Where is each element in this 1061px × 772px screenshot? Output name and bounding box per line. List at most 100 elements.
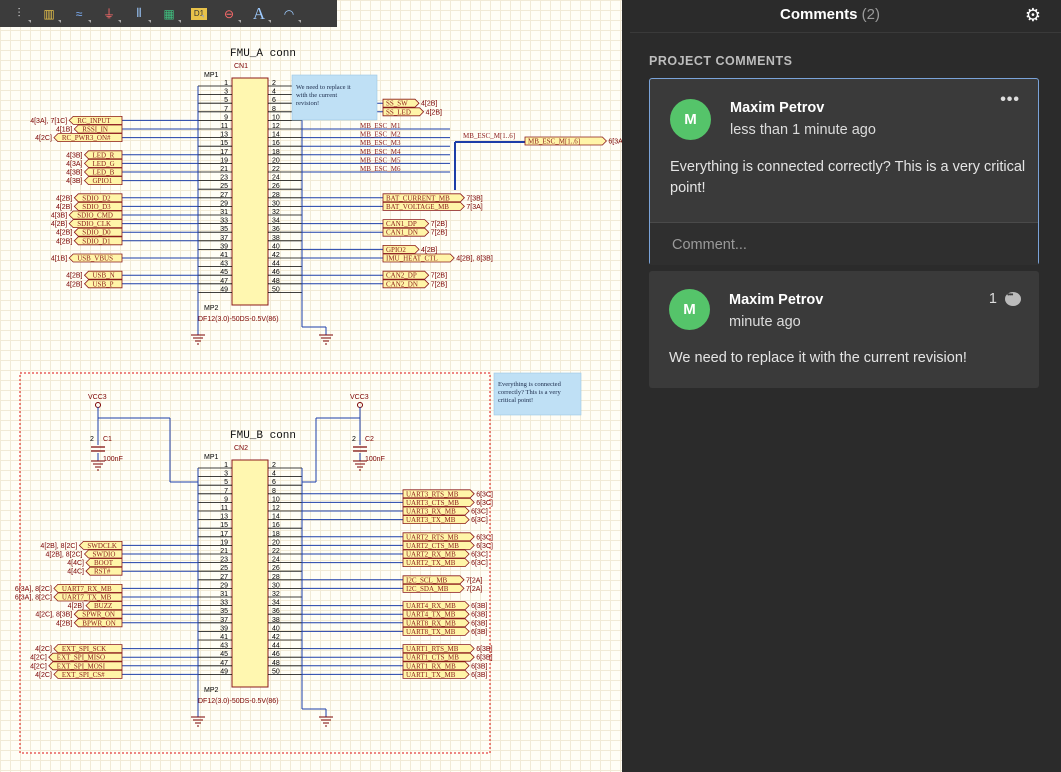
port	[83, 150, 123, 160]
port	[68, 253, 123, 263]
pin-number: 9	[224, 114, 228, 121]
port-ref: 6[3B]	[476, 655, 492, 662]
section-heading: PROJECT COMMENTS	[649, 54, 793, 68]
harness-icon[interactable]: ▦	[154, 3, 184, 25]
power-net-label: VCC3	[88, 394, 107, 401]
no-erc-icon[interactable]: ⊖	[214, 3, 244, 25]
pin-number: 43	[220, 643, 228, 650]
port	[83, 176, 123, 186]
port	[85, 566, 123, 576]
port	[53, 133, 123, 143]
pin-number: 11	[221, 505, 228, 512]
wire-icon[interactable]: ≈	[64, 3, 94, 25]
port	[382, 201, 465, 211]
sticky-note	[493, 372, 582, 416]
port-ref: 4[2B]	[56, 238, 72, 245]
pin-number: 24	[272, 175, 280, 182]
port	[48, 661, 123, 671]
pin-number: 37	[220, 235, 228, 242]
pin-number: 10	[272, 114, 280, 121]
note-text: critical point!	[498, 397, 533, 404]
port	[73, 609, 123, 619]
port	[382, 227, 430, 237]
part-number: DF12(3.0)-50DS-0.5V(86)	[198, 698, 279, 705]
pin-number: 11	[221, 123, 228, 130]
port-label: USB_VBUS	[77, 255, 113, 263]
component-icon[interactable]: ▥	[34, 3, 64, 25]
pin-number: 47	[220, 660, 228, 667]
port	[78, 541, 123, 550]
port-ref: 6[3B]	[471, 672, 487, 679]
port-ref: 4[2B]	[66, 273, 82, 280]
port-label: BOOT	[94, 559, 114, 567]
comment-count: (2)	[861, 6, 881, 23]
port	[402, 609, 470, 619]
avatar: M	[669, 289, 710, 330]
port	[83, 167, 123, 177]
comment-text: We need to replace it with the current r…	[669, 350, 967, 366]
connector-designator: CN2	[234, 445, 248, 452]
pin-number: 33	[220, 600, 228, 607]
comment-card[interactable]: M Maxim Petrov minute ago 1 We need to r…	[649, 271, 1039, 388]
port-ref: 6[3B]	[471, 663, 487, 670]
port-ref: 4[2B]	[51, 221, 67, 228]
arc-icon[interactable]: ◠	[274, 3, 304, 25]
port-label: EXT_SPI_CS#	[62, 671, 105, 679]
net-label-icon[interactable]: D1	[191, 7, 207, 20]
comment-author: Maxim Petrov	[730, 100, 825, 116]
port	[73, 124, 123, 134]
comment-input[interactable]	[670, 235, 1014, 255]
port-ref: 6[3A], 8[2C]	[15, 595, 52, 602]
port-ref: 4[2B]	[56, 204, 72, 211]
more-options-icon[interactable]: •••	[1000, 91, 1020, 108]
port-ref: 4[2B]	[421, 101, 437, 108]
port-ref: 4[4C]	[67, 569, 84, 576]
pin-number: 6	[272, 479, 276, 486]
port-ref: 4[2B]	[68, 603, 84, 610]
gear-icon[interactable]: ⚙	[1024, 5, 1041, 25]
align-icon[interactable]: ⫶	[4, 3, 34, 25]
schematic-toolbar: ⫶▥≈⏚⦀▦ D1 ⊖A◠	[0, 0, 337, 27]
text-icon[interactable]: A	[244, 3, 274, 25]
port	[83, 158, 123, 168]
port-label: UART4_TX_MB	[406, 611, 456, 619]
port-label: EXT_SPI_MOSI	[57, 662, 106, 670]
note-text: Everything is connected	[498, 381, 562, 388]
bus-icon[interactable]: ⦀	[124, 3, 154, 25]
port-label: UART3_RX_MB	[406, 508, 456, 516]
power-port-icon[interactable]: ⏚	[94, 3, 124, 25]
port-ref: 4[3A]	[66, 161, 82, 168]
port-label: RC_PWR3_ON#	[62, 134, 111, 142]
pin-number: 16	[272, 140, 280, 147]
panel-title-text: Comments	[779, 6, 858, 23]
pin-number: 17	[220, 149, 228, 156]
pin-number: 36	[272, 226, 280, 233]
port-label: EXT_SPI_SCK	[62, 645, 106, 653]
port-ref: 6[3B]	[476, 646, 492, 653]
port	[382, 219, 430, 229]
port-label: UART1_RX_MB	[406, 662, 456, 670]
comment-card[interactable]: M Maxim Petrov less than 1 minute ago ••…	[649, 78, 1039, 265]
pin-number: 26	[272, 565, 280, 572]
pin-number: 2	[90, 436, 94, 443]
pin-number: 20	[272, 539, 280, 546]
port-label: SDIO_D0	[82, 229, 111, 237]
port	[402, 670, 470, 679]
port-ref: 6[3C]	[471, 552, 488, 559]
pin-number: 31	[220, 209, 228, 216]
pin-number: 20	[272, 157, 280, 164]
port-ref: 6[3C]	[476, 534, 493, 541]
port	[73, 236, 123, 246]
port	[68, 219, 123, 229]
panel-splitter[interactable]	[622, 0, 630, 772]
port-ref: 4[3B]	[66, 152, 82, 159]
comment-text: Everything is connected correctly? This …	[670, 159, 1026, 196]
pin-number: 26	[272, 183, 280, 190]
port	[402, 549, 470, 559]
pin-number: 39	[220, 625, 228, 632]
pin-number: 4	[272, 89, 276, 96]
port-label: RSSI_IN	[82, 126, 108, 134]
reply-bubble-icon[interactable]	[1005, 290, 1021, 306]
